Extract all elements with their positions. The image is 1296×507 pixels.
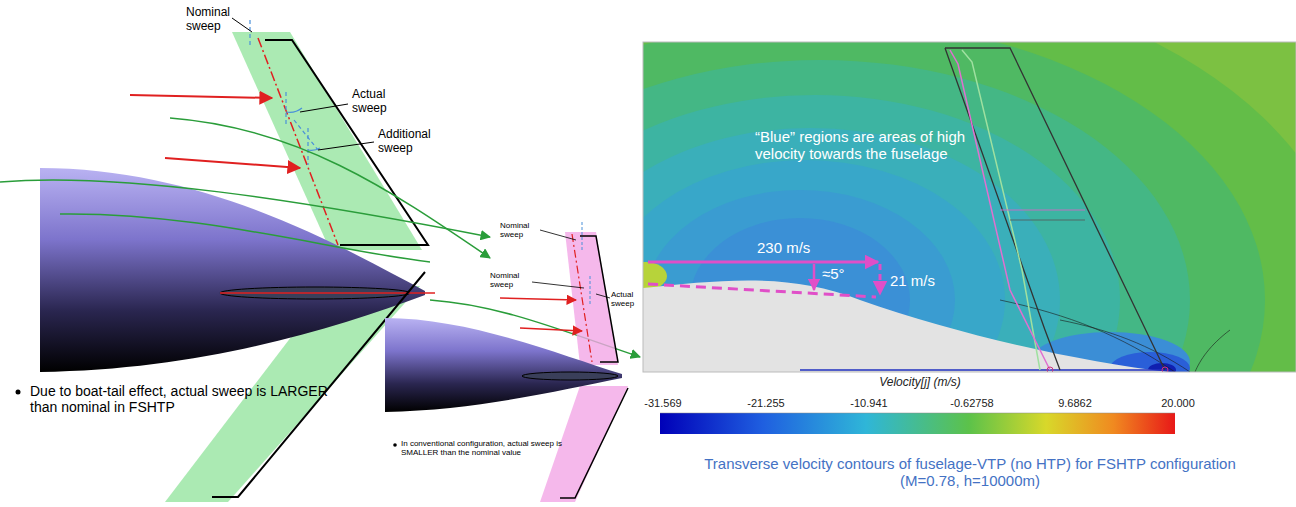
note-text: In conventional configuration, actual sw… (401, 439, 581, 457)
reference-line (590, 276, 591, 305)
contour-band (643, 42, 1296, 372)
reference-line (249, 20, 250, 48)
angle-label: ≈5° (822, 265, 872, 282)
note-text: Due to boat-tail effect, actual sweep is… (30, 383, 330, 415)
angle-arrow (813, 264, 816, 290)
vtp-outline (945, 48, 1165, 370)
leader-line (540, 230, 576, 240)
sweep-label: Nominal sweep (500, 221, 540, 239)
velocity-label: 21 m/s (890, 272, 960, 289)
color-bar (660, 413, 1175, 434)
flow-arrow (130, 95, 272, 98)
plot-frame (643, 42, 1296, 372)
color-bar-edge (660, 413, 1175, 414)
velocity-arrow (648, 284, 876, 297)
leader-line (596, 294, 610, 298)
tick-label: 20.000 (1143, 397, 1213, 410)
reference-line (582, 222, 583, 250)
contour-plot (643, 42, 1296, 372)
reference-line (294, 120, 318, 150)
bullet (393, 443, 397, 447)
sweep-label: Actual sweep (611, 290, 641, 308)
tick-label: -21.255 (731, 397, 801, 410)
angle-arc (286, 108, 302, 112)
flow-arrow (520, 328, 582, 331)
point-marker (1047, 367, 1053, 372)
sweep-label: Nominal sweep (186, 6, 248, 34)
htp-section (522, 372, 618, 380)
velocity-label: 230 m/s (757, 239, 837, 256)
leader-line (532, 282, 584, 288)
point-marker (1162, 367, 1168, 372)
reference-line (307, 128, 308, 165)
reference-line (285, 92, 286, 125)
leader-line (300, 104, 348, 112)
flow-arrow (165, 158, 300, 168)
symmetry-line (800, 369, 1168, 371)
flow-arrow (500, 298, 576, 300)
velocity-arrow (648, 261, 878, 264)
vtp-section (1010, 220, 1085, 221)
bullet (16, 390, 21, 395)
velocity-arrow (879, 264, 882, 294)
tick-label: -0.62758 (937, 397, 1007, 410)
nominal-sweep-line (258, 38, 338, 245)
sweep-label: Actual sweep (352, 88, 402, 116)
tick-label: 9.6862 (1040, 397, 1110, 410)
color-bar-title: Velocity[j] (m/s) (840, 376, 1000, 390)
centre-line (220, 292, 435, 294)
sweep-label: Nominal sweep (490, 271, 532, 289)
figure-caption: Transverse velocity contours of fuselage… (700, 455, 1240, 490)
fuselage-section (643, 280, 1296, 372)
plot-annotation: “Blue” regions are areas of high velocit… (755, 128, 970, 163)
htp-outline (560, 388, 628, 498)
leader-line (318, 142, 374, 150)
htp-upper (565, 232, 618, 365)
fuselage (385, 318, 622, 412)
vtp-outline (945, 48, 1060, 370)
leader-line (232, 18, 252, 32)
nominal-sweep-line (572, 234, 592, 362)
streamline (170, 118, 490, 258)
vtp-section (1000, 210, 1085, 211)
streamline (60, 214, 430, 262)
tick-label: -31.569 (628, 397, 698, 410)
tick-label: -10.941 (834, 397, 904, 410)
sweep-label: Additional sweep (378, 128, 448, 156)
